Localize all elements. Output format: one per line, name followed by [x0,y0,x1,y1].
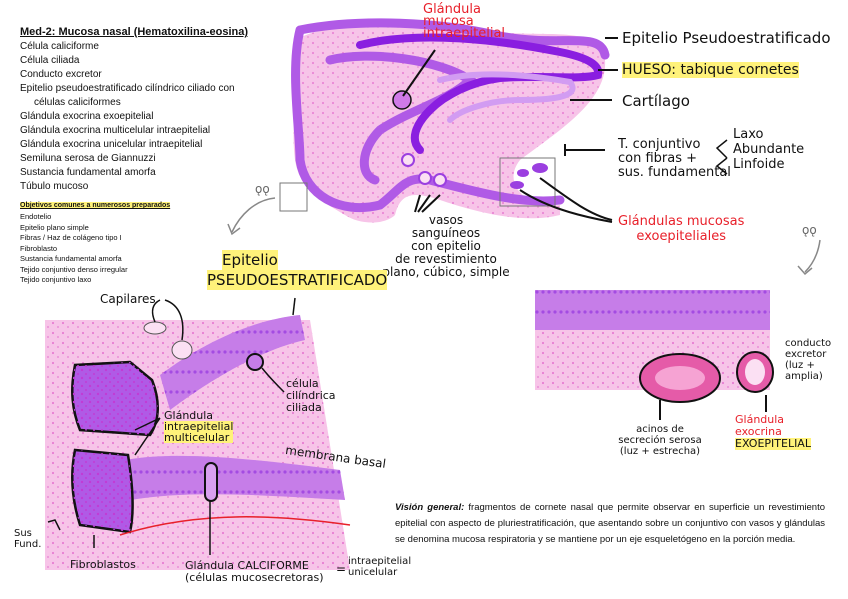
overview-pointers [402,37,728,223]
overview-exo-gland [517,169,529,177]
zoom-left-lower-stripes [125,455,345,500]
common-item: Fibras / Haz de colágeno tipo I [20,233,122,242]
label-fibroblastos: Fibroblastos [70,558,136,571]
zoom-right-duct-lumen [745,359,765,385]
overview-cartilage [437,71,576,123]
vision-general: Visión general: fragmentos de cornete na… [395,500,825,548]
arrow-to-right-zoom [804,239,821,273]
zoom-left-capillary [143,321,167,335]
list-item: Sustancia fundamental amorfa [20,167,156,178]
label-left-title: Epitelio PSEUDOESTRATIFICADO [207,250,388,290]
common-item: Epitelio plano simple [20,222,89,232]
zoom-left-gland-lower-dots [72,450,133,532]
label-caliciforme: Glándula CALCIFORME (células mucosecreto… [185,559,324,584]
label-gland-multicelular: Glándula intraepitelial multicelular [164,409,234,444]
overview-vessel [401,153,415,167]
label-epitelio: Epitelio Pseudoestratificado [622,29,831,47]
label-acinos: acinos de secreción serosa (luz + estrec… [618,424,702,457]
zoom-left-pointers [47,297,296,555]
list-item: Semiluna serosa de Giannuzzi [20,153,156,164]
list-item: Glándula exocrina multicelular intraepit… [20,125,211,136]
label-sus-fund: Sus Fund. [14,528,42,550]
list-item: células caliciformes [34,97,121,108]
common-item: Sustancia fundamental amorfa [20,254,122,263]
label-gland-exo-right: Glándula exocrina EXOEPITELIAL [735,413,811,450]
zoom-left-upper-stripes [160,315,305,410]
arrow-head-left [227,223,241,236]
eye-icon: ǫǫ [255,182,270,196]
zoom-right-epithelium-stripes [535,290,770,330]
common-item: Tejido conjuntivo laxo [20,275,92,284]
list-item: Célula ciliada [20,55,80,66]
label-caliciforme-eq: = [336,562,347,576]
zoom-left-capillary [171,340,193,360]
list-item: Célula caliciforme [20,41,99,52]
common-item: Endotelio [20,212,52,221]
overview-section [279,18,610,223]
label-caliciforme-type: intraepitelial unicelular [348,556,412,578]
label-celula-ciliada: célula cilíndrica ciliada [286,377,336,414]
zoom-left-goblet-cell [204,462,218,502]
vision-text: fragmentos de cornete nasal que permite … [395,502,825,545]
label-hueso: HUESO: tabique cornetes [622,62,799,78]
zoom-right-pointers [659,395,767,420]
common-item: Tejido conjuntivo denso irregular [20,264,128,274]
arrow-to-left-zoom [231,197,276,233]
structure-list: Med-2: Mucosa nasal (Hematoxilina-eosina… [20,26,300,194]
common-objectives-list: Objetivos comunes a numerosos preparados… [20,194,280,286]
common-title: Objetivos comunes a numerosos preparados [20,202,171,209]
arrow-head-right [797,265,813,276]
overview-vessel [418,171,432,185]
zoom-left-gland-upper-dots [72,362,158,435]
common-item: Fibroblasto [20,243,58,253]
list-item: Glándula exocrina unicelular intraepitel… [20,139,203,150]
zoom-left-basal-membrane [119,516,351,536]
label-vasos: vasos sanguíneos con epitelio de revesti… [382,213,510,279]
overview-vessel [433,173,447,187]
label-tejido-conjuntivo: T. conjuntivo con fibras + sus. fundamen… [618,137,731,180]
zoom-left-ciliated-cell [246,353,264,371]
overview-zoom-box-right [499,157,556,207]
list-item: Epitelio pseudoestratificado cilíndrico … [20,83,235,94]
label-gland-intra: Glándula mucosa intraepitelial [423,2,506,41]
zoom-right-acinus-lumen [655,366,705,390]
list-item: Glándula exocrina exoepitelial [20,111,154,122]
label-capilares: Capilares [100,292,156,306]
list-item: Túbulo mucoso [20,181,89,192]
zoom-right-section [535,290,774,403]
label-cartilago: Cartílago [622,92,690,110]
list-item: Conducto excretor [20,69,102,80]
overview-exo-gland [510,181,524,189]
label-tc-types: Laxo Abundante Linfoide [733,127,805,172]
list-title: Med-2: Mucosa nasal (Hematoxilina-eosina… [20,26,248,38]
overview-zoom-box-left [279,182,308,212]
overview-epithelium [291,18,610,213]
overview-bone [356,33,603,154]
label-conducto: conducto excretor (luz + amplia) [785,338,832,382]
label-gland-exo: Glándulas mucosas exoepiteliales [618,214,745,244]
eye-icon: ǫǫ [802,223,817,237]
overview-exo-gland [532,163,548,173]
vision-label: Visión general: [395,502,465,513]
overview-intraepithelial-gland [392,90,412,110]
